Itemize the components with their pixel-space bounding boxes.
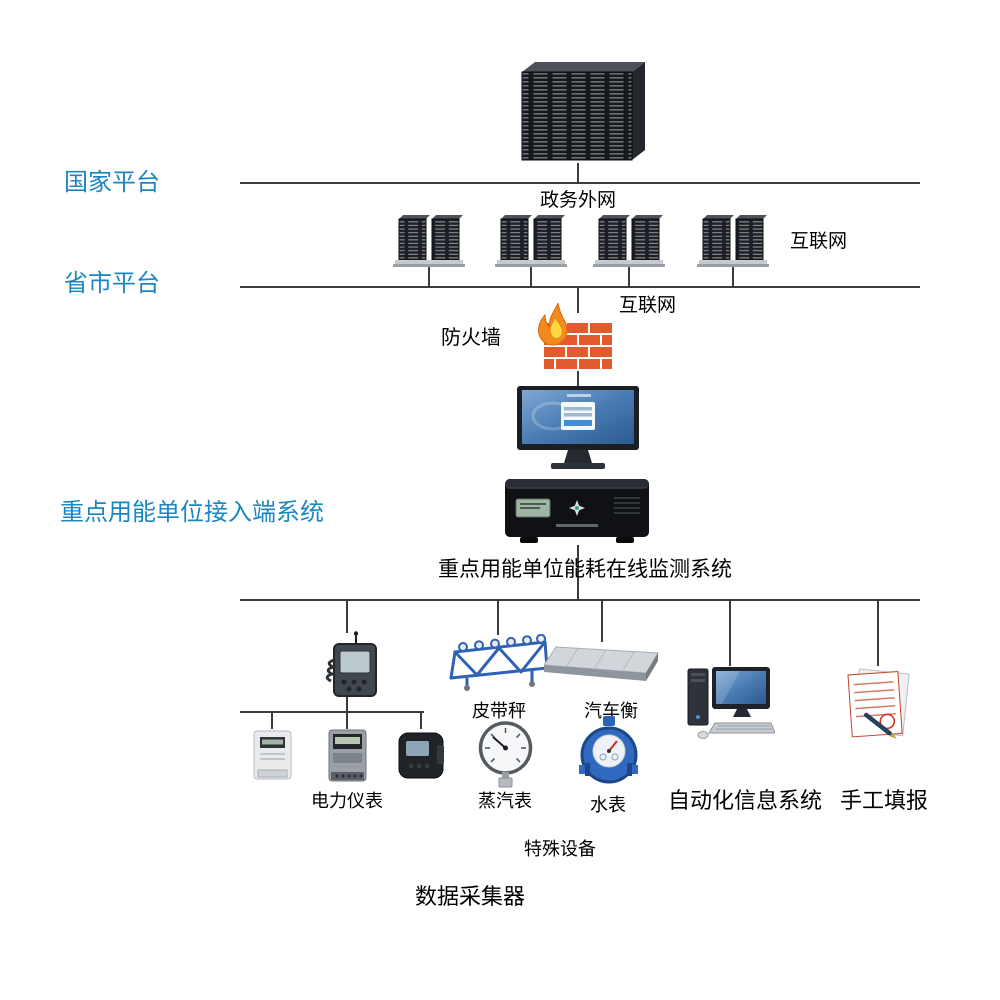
stem-belt-scale	[497, 601, 499, 635]
stem-meter-2	[346, 713, 348, 729]
stem-server-2	[530, 267, 532, 286]
server-tower-icon	[495, 213, 567, 269]
pressure-gauge-icon	[477, 720, 534, 789]
label-gov-external-network: 政务外网	[539, 190, 617, 211]
label-special-equipment: 特殊设备	[524, 839, 596, 859]
label-firewall: 防火墙	[441, 327, 501, 349]
label-steam-meter: 蒸汽表	[478, 791, 532, 811]
power-meter-icon	[397, 729, 446, 782]
label-manual-entry: 手工填报	[839, 788, 929, 813]
stem-data-collector	[346, 601, 348, 633]
stem-collector-down	[346, 697, 348, 711]
label-monitoring-system: 重点用能单位能耗在线监测系统	[438, 558, 732, 581]
power-meter-icon	[250, 729, 295, 785]
label-provincial-platform: 省市平台	[64, 270, 160, 297]
stem-server-4	[732, 267, 734, 286]
label-national-platform: 国家平台	[64, 169, 160, 196]
label-water-meter: 水表	[590, 795, 626, 815]
stem-manual	[877, 601, 879, 666]
stem-meter-3	[420, 713, 422, 729]
desktop-computer-icon	[685, 665, 775, 742]
label-automation-system: 自动化信息系统	[667, 788, 823, 813]
bus-line-devices	[240, 599, 920, 601]
label-access-system: 重点用能单位接入端系统	[60, 499, 324, 526]
label-power-meters: 电力仪表	[311, 791, 383, 811]
server-tower-icon	[697, 213, 769, 269]
stem-server-3	[628, 267, 630, 286]
label-internet-top: 互联网	[790, 231, 848, 252]
stem-automation	[729, 601, 731, 666]
label-internet-mid: 互联网	[619, 295, 677, 316]
stem-server-1	[428, 267, 430, 286]
monitor-login-icon	[517, 386, 639, 472]
label-data-collector: 数据采集器	[414, 884, 526, 909]
truck-scale-icon	[544, 641, 662, 688]
data-collector-icon	[316, 631, 380, 698]
bus-line-meters	[240, 711, 424, 713]
server-tower-icon	[393, 213, 465, 269]
stem-truck-scale	[601, 601, 603, 642]
label-truck-scale: 汽车衡	[584, 701, 638, 721]
firewall-brick-flame-icon	[528, 303, 614, 373]
stem-firewall-bottom	[577, 371, 579, 386]
bus-line-province	[240, 286, 920, 288]
power-meter-icon	[326, 728, 369, 786]
server-tower-icon	[593, 213, 665, 269]
bus-line-national	[240, 182, 920, 184]
clipboard-pen-icon	[842, 665, 914, 742]
stem-meter-1	[271, 713, 273, 729]
server-rack-cluster-icon	[512, 60, 647, 163]
stem-cluster	[577, 163, 579, 182]
label-belt-scale: 皮带秤	[472, 701, 526, 721]
server-box-icon	[504, 471, 650, 545]
stem-serverbox-bus	[577, 545, 579, 599]
belt-scale-icon	[447, 634, 550, 692]
stem-firewall-top	[577, 288, 579, 313]
water-meter-icon	[579, 715, 638, 790]
